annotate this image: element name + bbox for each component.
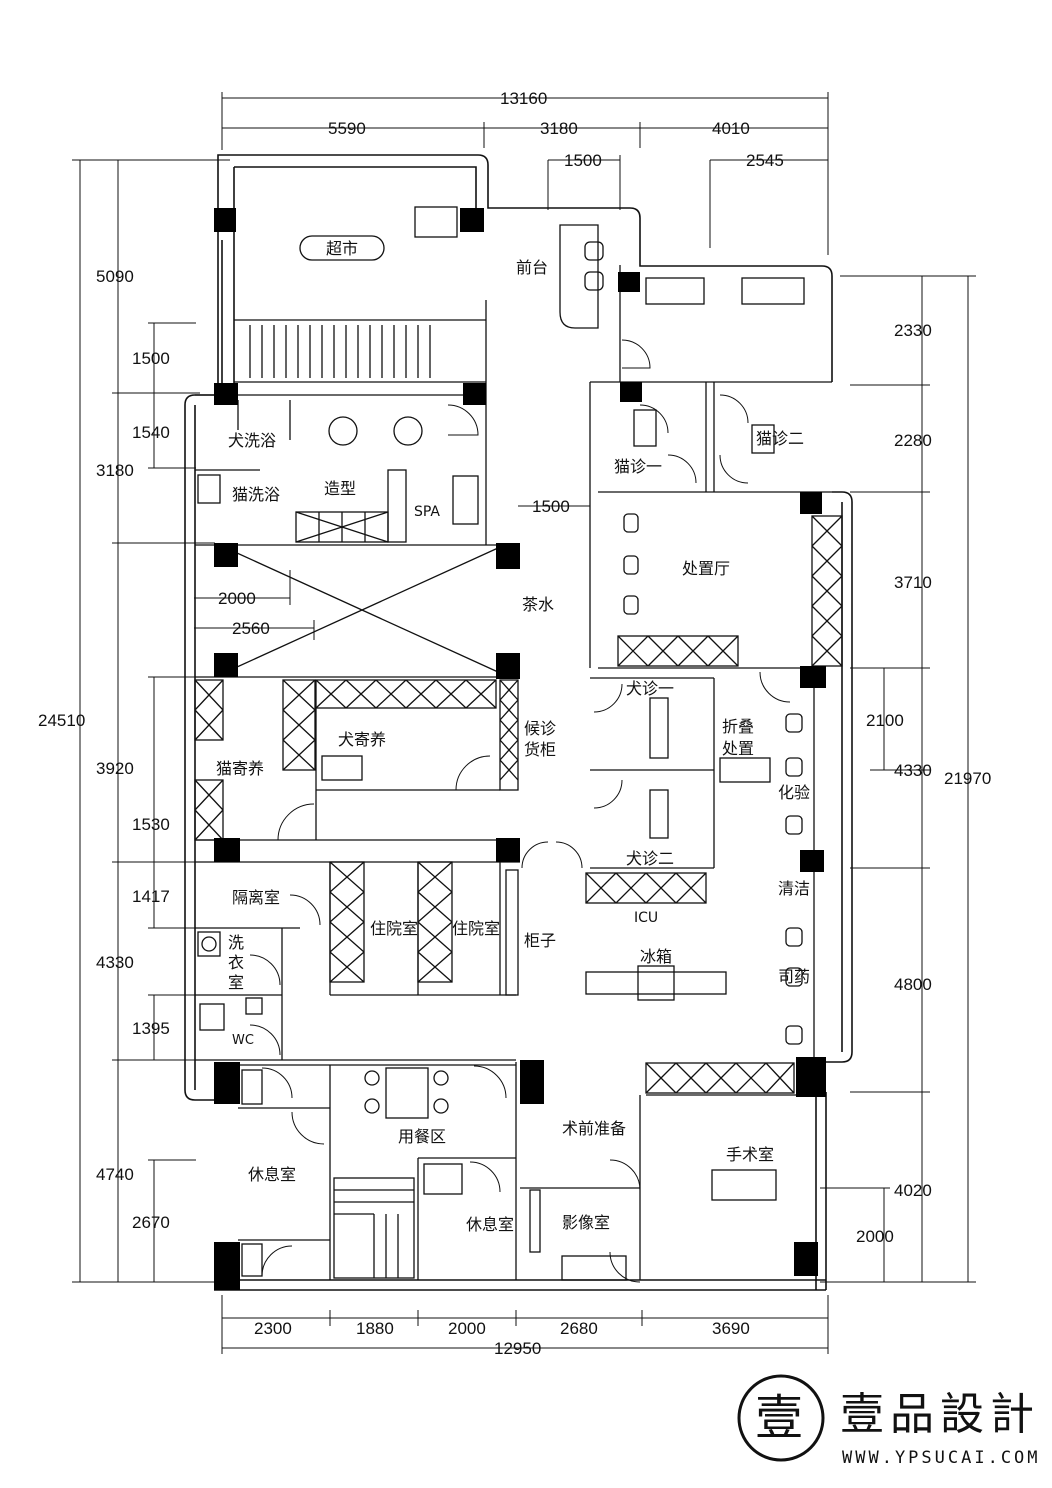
dim-bottom-5: 3690 — [712, 1319, 750, 1338]
dim-left-3a: 1530 — [132, 815, 170, 834]
supermarket-sign — [299, 235, 385, 261]
brand-website: WWW.YPSUCAI.COM — [842, 1448, 1041, 1468]
label-supermarket: 超市 — [326, 239, 358, 258]
label-cabinet: 柜子 — [524, 931, 556, 950]
dim-top-sub-1: 1500 — [564, 151, 602, 170]
dim-left-2a: 1540 — [132, 423, 170, 442]
label-dining: 用餐区 — [398, 1127, 446, 1146]
dim-bottom-4: 2680 — [560, 1319, 598, 1338]
label-pre-op: 术前准备 — [562, 1119, 626, 1138]
label-reception: 前台 — [516, 258, 548, 277]
brand-logo-icon: 壹 — [737, 1374, 825, 1462]
brand-name: 壹品設計 — [840, 1389, 1040, 1440]
dim-top-3: 4010 — [712, 119, 750, 138]
dimension-lines — [72, 92, 976, 1354]
exterior-walls — [184, 154, 853, 1291]
label-dog-clinic-1: 犬诊一 — [626, 679, 674, 698]
dim-left-2: 3180 — [96, 461, 134, 480]
dimension-labels: 13160 5590 3180 4010 1500 2545 24510 509… — [38, 89, 991, 1358]
label-folding: 折叠 — [722, 717, 754, 736]
structural-columns — [214, 208, 826, 1290]
dim-right-6: 4020 — [894, 1181, 932, 1200]
label-disposal: 处置 — [722, 739, 754, 758]
dim-top-sub-2: 2545 — [746, 151, 784, 170]
label-styling: 造型 — [324, 479, 356, 498]
dim-left-5: 4740 — [96, 1165, 134, 1184]
dim-left-5a: 2670 — [132, 1213, 170, 1232]
label-dog-clinic-2: 犬诊二 — [626, 849, 674, 868]
label-imaging: 影像室 — [562, 1213, 610, 1232]
dim-top-total: 13160 — [500, 89, 547, 108]
interior-walls — [194, 206, 843, 1281]
dim-right-4a: 2100 — [866, 711, 904, 730]
dim-left-1: 5090 — [96, 267, 134, 286]
dim-right-6a: 2000 — [856, 1227, 894, 1246]
dim-bottom-total: 12950 — [494, 1339, 541, 1358]
label-waiting: 候诊 — [524, 719, 556, 738]
label-ward-1: 住院室 — [370, 919, 418, 938]
dim-inner-2560: 2560 — [232, 619, 270, 638]
dim-inner-1500: 1500 — [532, 497, 570, 516]
dim-inner-2000: 2000 — [218, 589, 256, 608]
dim-left-3: 3920 — [96, 759, 134, 778]
dim-right-2: 2280 — [894, 431, 932, 450]
label-cat-clinic-1: 猫诊一 — [614, 457, 662, 476]
label-lab: 化验 — [778, 783, 810, 802]
label-tea: 茶水 — [522, 595, 554, 614]
label-goods-cabinet: 货柜 — [524, 740, 556, 759]
label-dog-boarding: 犬寄养 — [338, 730, 386, 749]
dim-top-2: 3180 — [540, 119, 578, 138]
dim-bottom-2: 1880 — [356, 1319, 394, 1338]
label-laundry-2: 衣 — [228, 953, 244, 972]
label-laundry-3: 室 — [228, 973, 244, 992]
label-rest-room-2: 休息室 — [466, 1215, 514, 1234]
dim-bottom-1: 2300 — [254, 1319, 292, 1338]
dim-bottom-3: 2000 — [448, 1319, 486, 1338]
dim-top-1: 5590 — [328, 119, 366, 138]
dim-right-5: 4800 — [894, 975, 932, 994]
label-ward-2: 住院室 — [452, 919, 500, 938]
dim-right-4: 4330 — [894, 761, 932, 780]
label-cat-clinic-2: 猫诊二 — [756, 429, 804, 448]
label-operating-room: 手术室 — [726, 1145, 774, 1164]
label-pharmacy: 司药 — [778, 967, 810, 986]
label-wc: WC — [232, 1033, 254, 1048]
door-swings — [249, 339, 791, 1283]
label-treatment-hall: 处置厅 — [682, 559, 730, 578]
label-laundry-1: 洗 — [228, 933, 244, 952]
label-cat-boarding: 猫寄养 — [216, 759, 264, 778]
label-rest-room-1: 休息室 — [248, 1165, 296, 1184]
dim-left-4b: 1395 — [132, 1019, 170, 1038]
dim-right-3: 3710 — [894, 573, 932, 592]
label-cat-bath: 猫洗浴 — [232, 485, 280, 504]
room-labels: 超市 前台 犬洗浴 猫洗浴 造型 SPA 猫诊一 猫诊二 处置厅 茶水 犬寄养 … — [216, 239, 810, 1234]
label-dog-bath: 犬洗浴 — [228, 431, 276, 450]
dim-left-total: 24510 — [38, 711, 85, 730]
logo-char: 壹 — [755, 1390, 803, 1446]
label-fridge: 冰箱 — [640, 947, 672, 966]
dim-left-4a: 1417 — [132, 887, 170, 906]
label-spa: SPA — [414, 504, 440, 520]
label-cleaning: 清洁 — [778, 879, 810, 898]
label-isolation: 隔离室 — [232, 888, 280, 907]
dim-right-1: 2330 — [894, 321, 932, 340]
dim-left-1a: 1500 — [132, 349, 170, 368]
label-icu: ICU — [634, 910, 658, 926]
dim-right-total: 21970 — [944, 769, 991, 788]
dim-left-4: 4330 — [96, 953, 134, 972]
